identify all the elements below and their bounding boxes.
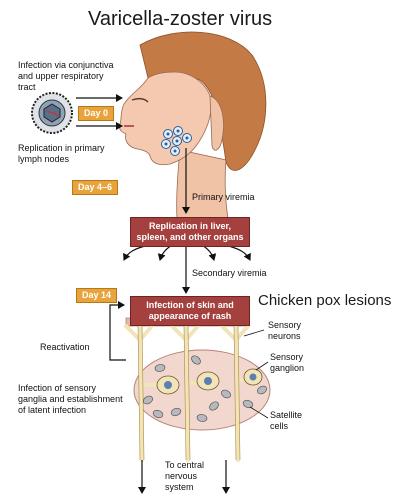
label-infection: Infection via conjunctiva and upper resp… <box>18 60 114 92</box>
diagram-title: Varicella-zoster virus <box>88 8 273 30</box>
label-sensory-neurons: Sensory neurons <box>268 320 302 341</box>
tag-day-0: Day 0 <box>78 106 115 121</box>
label-sensory-ganglion: Sensory ganglion <box>270 352 305 373</box>
label-chicken-pox-lesions: Chicken pox lesions <box>258 292 392 309</box>
label-primary-viremia: Primary viremia <box>192 192 255 202</box>
tag-day-14: Day 14 <box>76 288 118 303</box>
tag-day-4-6: Day 4–6 <box>72 180 119 195</box>
label-satellite-cells: Satellite cells <box>270 410 303 431</box>
box-organ-replication: Replication in liver, spleen, and other … <box>130 217 250 247</box>
label-latent-infection: Infection of sensory ganglia and establi… <box>18 383 123 415</box>
neuron-cell-bodies <box>156 368 263 395</box>
box-skin-infection: Infection of skin and appearance of rash <box>130 296 250 326</box>
satellite-cells <box>142 355 268 422</box>
label-secondary-viremia: Secondary viremia <box>192 268 267 278</box>
label-reactivation: Reactivation <box>40 342 90 352</box>
label-to-cns: To central nervous system <box>165 460 205 492</box>
lymph-nodes <box>161 126 192 156</box>
virus-particle-icon <box>31 92 73 134</box>
label-replication-lymph: Replication in primary lymph nodes <box>18 143 105 164</box>
